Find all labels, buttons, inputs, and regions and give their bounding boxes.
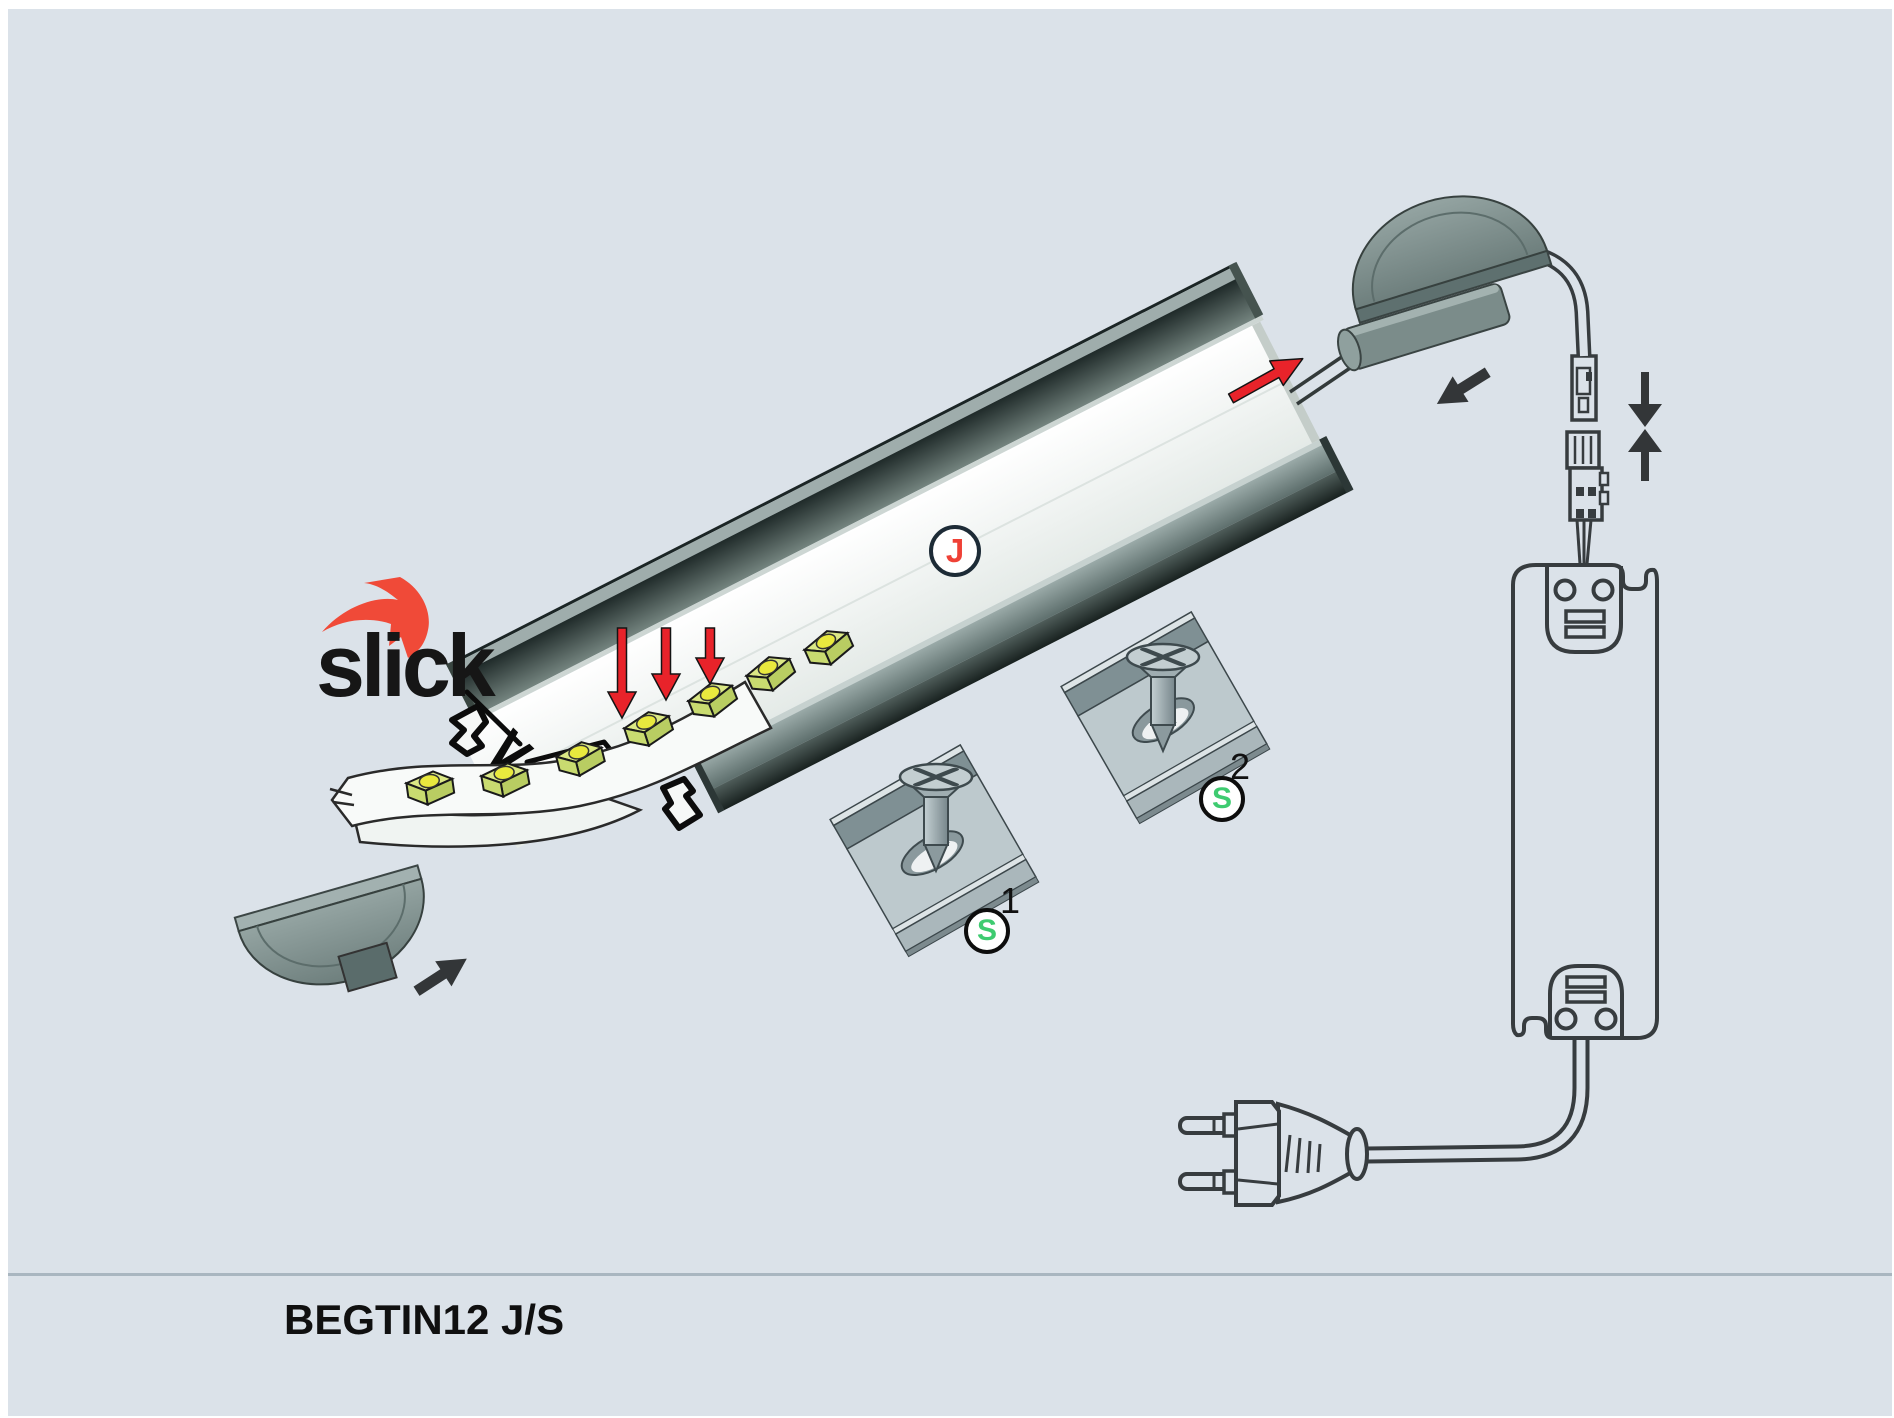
attach-cap-arrow-icon-right [1428,359,1496,417]
profile-callout-j-label: J [945,532,965,569]
led-profile-channel [446,261,1354,849]
led-strip [329,622,858,848]
press-down-arrow-icons [606,627,726,720]
psu-bottom-terminal [1548,964,1624,1037]
psu-top-terminal [1545,566,1623,654]
bracket-callout-s2-sup: 2 [1230,746,1251,787]
footer-divider [8,1273,1892,1276]
slide-in-arrow-icon [1227,357,1304,404]
bracket-callout-s1-label: S [976,914,997,947]
bracket-callout-s1-sup: 1 [1000,880,1021,921]
diagram-panel [8,9,1892,1416]
power-plug [1178,1100,1369,1207]
logo-swoosh [322,577,429,658]
plug-connector-male [1570,354,1598,422]
bracket-callout-s2: S [1199,776,1245,822]
plug-connector-female [1565,430,1610,522]
profile-callout-j: J [929,525,981,577]
brand-logo: slick [316,616,496,715]
product-code: BEGTIN12 J/S [284,1296,565,1343]
end-cap-closed [233,864,425,993]
end-cap-with-cable [1337,195,1553,372]
attach-cap-arrow-icon-left [408,945,476,1004]
logo-pointer-line [464,689,523,747]
profile-cut-cross-section [449,703,703,831]
bracket-callout-s1: S [964,908,1010,954]
psu-output-cable [1366,1038,1590,1164]
bracket-callout-s2-label: S [1211,782,1232,815]
connect-plugs-arrows-icon [1628,372,1662,481]
power-supply-unit [1511,563,1659,1040]
psu-input-wires [1575,519,1593,565]
